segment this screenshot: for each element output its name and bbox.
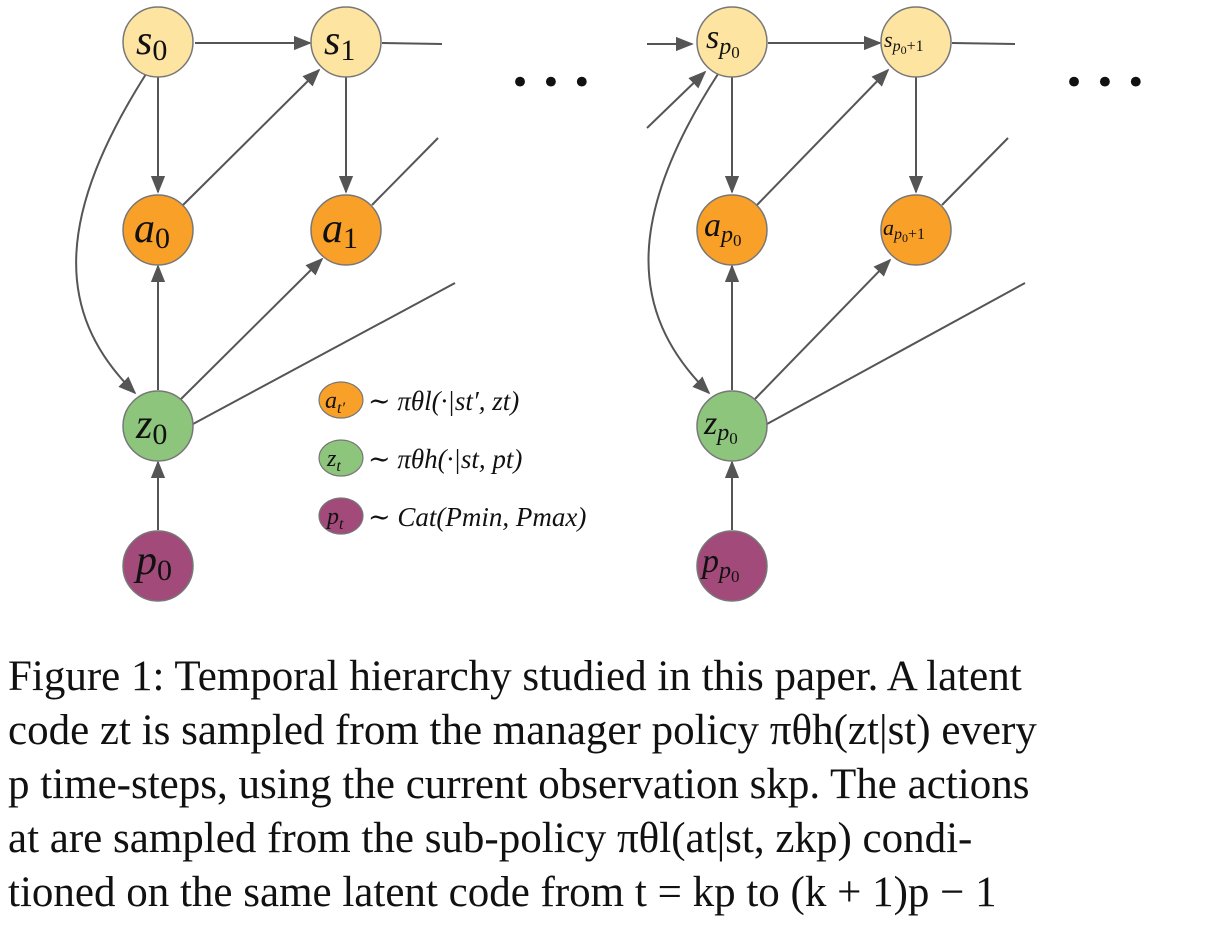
- caption-line-1: Figure 1: Temporal hierarchy studied in …: [8, 653, 1022, 700]
- node-s-p0: [696, 6, 768, 78]
- edge-s0-z0: [75, 73, 147, 395]
- edge-in-sp0-diag: [646, 70, 707, 129]
- label-s-p0-plus-1: sp0+1: [884, 27, 924, 57]
- right-edges: [646, 35, 1026, 530]
- graphical-model-figure: s0 s1 a0 a1 z0 p0 sp0 sp0+1 ap0 ap0+1 zp…: [75, 6, 1146, 602]
- edge-sp0p1-out: [951, 42, 1016, 45]
- edge-in-a1: [371, 137, 439, 206]
- left-edges: [75, 35, 456, 530]
- node-z0: [122, 390, 194, 462]
- node-p0: [122, 530, 194, 602]
- legend-item-latent: zt ∼ πθh(·|st, pt): [318, 439, 522, 477]
- node-s0: [122, 6, 194, 78]
- label-s1: s1: [324, 18, 355, 67]
- label-s-p0: sp0: [706, 19, 740, 62]
- node-a-p0: [696, 194, 768, 266]
- figure-caption: Figure 1: Temporal hierarchy studied in …: [8, 650, 1194, 920]
- label-s0: s0: [136, 18, 167, 67]
- node-p-p0: [696, 530, 768, 602]
- edge-ap0-sp0p1: [755, 68, 890, 207]
- edge-in-ap0p1: [941, 137, 1009, 206]
- caption-line-2: code zt is sampled from the manager poli…: [8, 707, 1037, 754]
- label-z0: z0: [135, 402, 167, 451]
- node-s-p0-plus-1: [880, 6, 952, 78]
- edge-s1-out: [381, 42, 443, 45]
- caption-line-5: tioned on the same latent code from t = …: [8, 869, 997, 916]
- legend-swatch-latent: [318, 439, 364, 477]
- legend-text-latent: ∼ πθh(·|st, pt): [368, 444, 522, 474]
- legend-item-period: pt ∼ Cat(Pmin, Pmax): [318, 497, 586, 535]
- edge-z0-a1: [179, 257, 324, 401]
- legend-swatch-period: [318, 497, 364, 535]
- edge-zp0-out: [766, 282, 1026, 425]
- node-a0: [122, 194, 194, 266]
- edge-z0-out: [192, 282, 456, 425]
- ellipsis-right: • • •: [1064, 63, 1146, 103]
- edge-sp0-zp0: [647, 73, 719, 395]
- label-z-p0: zp0: [703, 405, 738, 448]
- left-node-labels: s0 s1 a0 a1 z0 p0: [133, 18, 358, 587]
- legend-symbol-period: pt: [325, 504, 344, 533]
- left-nodes: [122, 6, 382, 602]
- edge-zp0-ap0p1: [753, 258, 892, 401]
- label-a0: a0: [134, 206, 170, 255]
- label-a-p0-plus-1: ap0+1: [883, 215, 925, 245]
- label-p-p0: pp0: [700, 543, 740, 586]
- node-a-p0-plus-1: [880, 194, 952, 266]
- legend-swatch-action: [318, 381, 364, 419]
- label-a1: a1: [322, 206, 358, 255]
- legend-symbol-latent: zt: [326, 446, 341, 475]
- node-z-p0: [696, 390, 768, 462]
- legend: at′ ∼ πθl(·|st′, zt) zt ∼ πθh(·|st, pt) …: [318, 381, 586, 535]
- label-p0: p0: [133, 538, 172, 587]
- node-a1: [310, 194, 382, 266]
- ellipsis-left: • • •: [510, 63, 592, 103]
- node-s1: [310, 6, 382, 78]
- caption-line-4: at are sampled from the sub-policy πθl(a…: [8, 815, 973, 862]
- legend-text-action: ∼ πθl(·|st′, zt): [368, 386, 519, 416]
- edge-a0-s1: [181, 68, 321, 207]
- right-nodes: [696, 6, 952, 602]
- legend-symbol-action: at′: [325, 388, 345, 417]
- legend-item-action: at′ ∼ πθl(·|st′, zt): [318, 381, 519, 419]
- caption-line-3: p time-steps, using the current observat…: [8, 761, 1030, 808]
- legend-text-period: ∼ Cat(Pmin, Pmax): [368, 502, 586, 532]
- right-node-labels: sp0 sp0+1 ap0 ap0+1 zp0 pp0: [700, 19, 925, 586]
- label-a-p0: ap0: [704, 207, 742, 250]
